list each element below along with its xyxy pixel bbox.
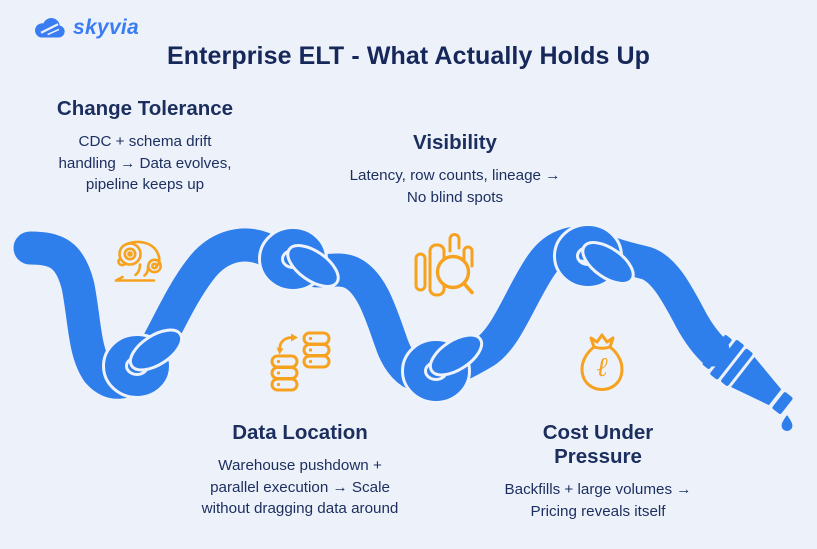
hose-knot bbox=[553, 223, 635, 289]
section-body: Latency, row counts, lineage → No blind … bbox=[349, 167, 561, 206]
section-visibility: Visibility Latency, row counts, lineage … bbox=[335, 131, 575, 208]
page-title: Enterprise ELT - What Actually Holds Up bbox=[166, 42, 651, 70]
bar-chart-magnifier-icon bbox=[414, 233, 474, 297]
section-heading: Change Tolerance bbox=[56, 97, 234, 120]
section-heading: Cost Under Pressure bbox=[542, 421, 654, 468]
brand-logo: skyvia bbox=[34, 16, 139, 40]
section-heading: Data Location bbox=[232, 421, 368, 444]
hose-knot bbox=[401, 333, 484, 404]
section-body: CDC + schema drift handling → Data evolv… bbox=[58, 133, 232, 194]
currency-glyph: ℓ bbox=[596, 352, 608, 382]
section-data-location: Data Location Warehouse pushdown + paral… bbox=[180, 421, 420, 520]
section-body: Backfills + large volumes → Pricing reve… bbox=[504, 481, 692, 520]
section-body: Warehouse pushdown + parallel execution … bbox=[201, 457, 399, 518]
cloud-icon bbox=[35, 17, 65, 37]
chameleon-icon bbox=[114, 240, 162, 282]
section-change-tolerance: Change Tolerance CDC + schema drift hand… bbox=[25, 97, 265, 196]
section-cost-under-pressure: Cost Under Pressure Backfills + large vo… bbox=[478, 421, 718, 522]
money-bag-icon: ℓ bbox=[580, 333, 624, 391]
water-drop-icon bbox=[781, 415, 793, 431]
hose-knot bbox=[258, 226, 340, 292]
section-heading: Visibility bbox=[413, 131, 497, 154]
hose-knot bbox=[102, 328, 184, 399]
hose-nozzle bbox=[696, 331, 793, 414]
brand-name: skyvia bbox=[73, 16, 140, 39]
database-sync-icon bbox=[270, 331, 331, 392]
